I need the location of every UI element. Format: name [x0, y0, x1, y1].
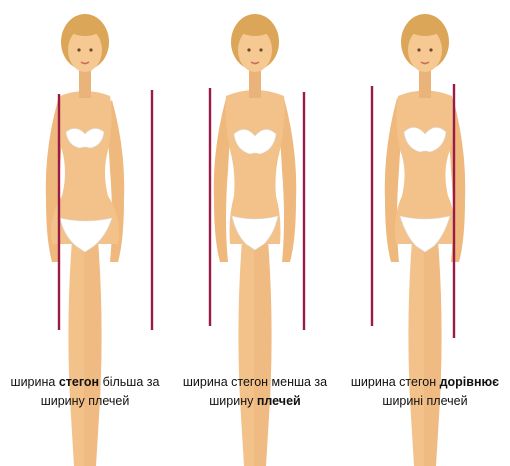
caption-hips-narrower: ширина стегон менша за ширину плечей	[170, 373, 340, 411]
caption-hips-equal: ширина стегон дорівнює ширині плечей	[340, 373, 510, 411]
figure-hips-narrower: ширина стегон менша за ширину плечей	[170, 0, 340, 466]
figure-hips-wider: ширина стегон більша за ширину плечей	[0, 0, 170, 466]
figure-hips-equal: ширина стегон дорівнює ширині плечей	[340, 0, 510, 466]
caption-hips-wider: ширина стегон більша за ширину плечей	[0, 373, 170, 411]
